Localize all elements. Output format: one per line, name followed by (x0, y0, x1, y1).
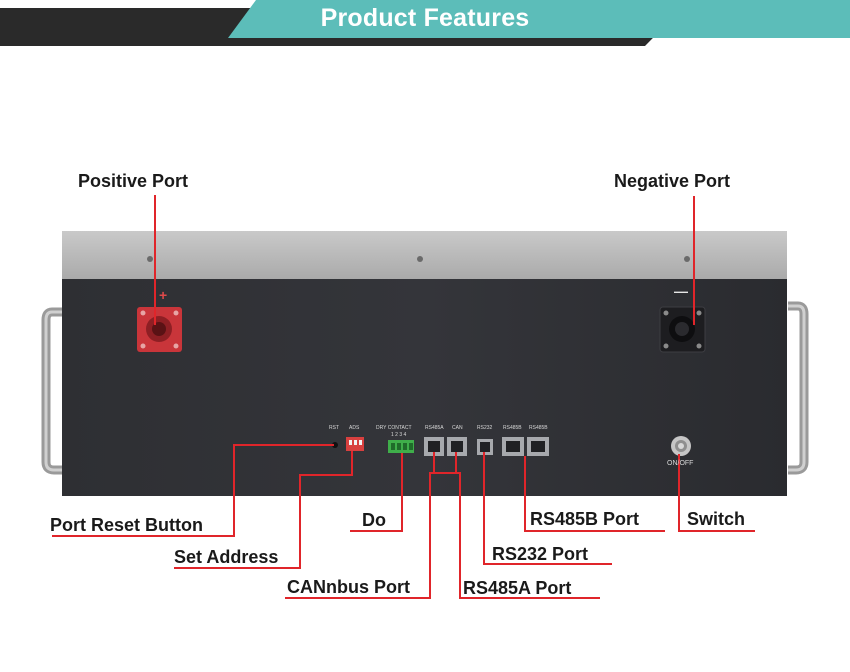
left-handle (41, 307, 62, 475)
rs485a-jack (424, 437, 444, 456)
can-jack (447, 437, 467, 456)
rs485b-jack-2 (527, 437, 549, 456)
right-handle (788, 301, 809, 475)
rs485b-jack-1 (502, 437, 524, 456)
rs485b-panel-label-1: RS485B (503, 425, 522, 431)
top-plate (62, 231, 787, 281)
rs485a-port-label: RS485A Port (463, 578, 572, 598)
rs232-jack (477, 439, 493, 455)
minus-sign: — (674, 283, 688, 299)
can-panel-label: CAN (452, 425, 463, 431)
plus-sign: + (159, 287, 168, 303)
rst-label: RST (329, 425, 339, 431)
positive-port-label: Positive Port (78, 171, 189, 191)
rs232-port-label: RS232 Port (492, 544, 589, 564)
set-address-label: Set Address (174, 547, 279, 567)
rs232-panel-label: RS232 (477, 425, 493, 431)
reset-button (332, 442, 338, 448)
dry-contact-numbers: 1 2 3 4 (391, 432, 407, 438)
rs485b-port-label: RS485B Port (530, 509, 640, 529)
callout-leaders (52, 195, 755, 599)
do-label: Do (362, 510, 386, 530)
dry-contact-terminal (388, 440, 414, 453)
rs485a-panel-label: RS485A (425, 425, 444, 431)
switch-panel-label: ON/OFF (667, 460, 694, 467)
power-switch (671, 436, 691, 456)
rs485b-panel-label-2: RS485B (529, 425, 548, 431)
ads-label: ADS (349, 425, 360, 431)
negative-terminal (659, 306, 706, 353)
address-dip-switch (346, 437, 364, 451)
switch-label: Switch (687, 509, 746, 529)
page-title: Product Features (320, 4, 530, 32)
header-banner-teal (228, 0, 850, 38)
dry-contact-label: DRY CONTACT (376, 425, 412, 431)
positive-terminal (137, 307, 182, 352)
canbus-port-label: CANnbus Port (287, 577, 410, 597)
port-reset-button-label: Port Reset Button (50, 515, 203, 535)
negative-port-label: Negative Port (614, 171, 731, 191)
